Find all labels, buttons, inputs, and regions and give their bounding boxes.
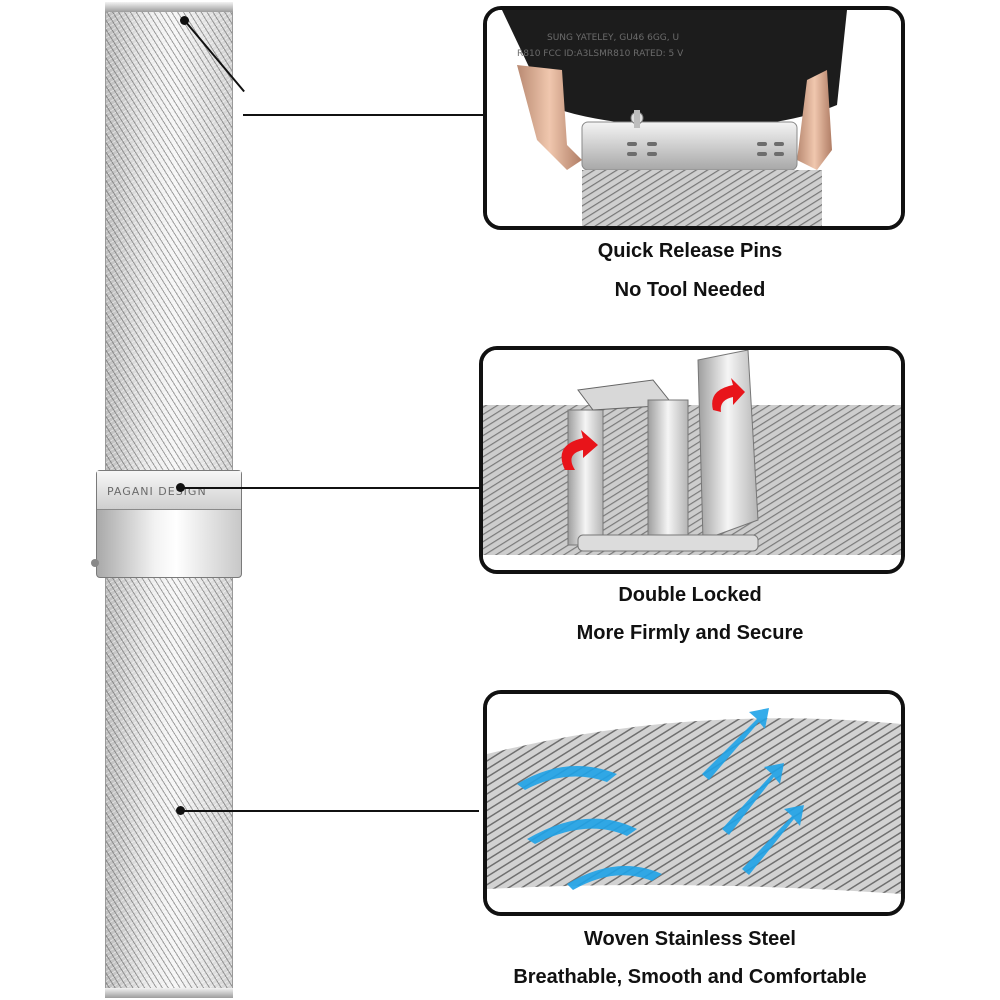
clasp-callout-line [181,487,479,489]
curved-red-arrow-icon [561,430,598,470]
mesh-band [582,170,822,226]
woven-steel-subtitle: Breathable, Smooth and Comfortable [513,966,867,988]
mesh-band [483,405,901,555]
clasp-base [577,534,759,552]
mesh-callout-dot [176,806,185,815]
quick-release-photo: SUNG YATELEY, GU46 6GG, U R810 FCC ID:A3… [487,10,901,226]
blue-airflow-arrow-icon [742,805,804,875]
blue-airflow-arrow-icon [567,866,662,890]
quick-release-panel: SUNG YATELEY, GU46 6GG, U R810 FCC ID:A3… [483,6,905,230]
strap-top-end [105,2,233,12]
rose-gold-lug-left [517,65,582,170]
blue-airflow-arrow-icon [517,766,617,790]
blue-airflow-arrow-icon [527,818,637,844]
pin-slots [627,142,784,156]
clasp-arm-left [567,409,604,546]
engraving-line-2: R810 FCC ID:A3LSMR810 RATED: 5 V [517,49,684,59]
double-lock-title: Double Locked [618,584,762,606]
rose-gold-lug-right [797,70,832,170]
double-lock-photo [483,350,901,570]
woven-steel-photo [487,694,901,912]
blue-airflow-arrow-icon [702,708,769,780]
blue-airflow-arrow-icon [722,763,784,835]
clasp-flap [697,350,759,541]
clasp-hinge [91,559,99,567]
quick-release-subtitle: No Tool Needed [614,279,766,301]
mesh-callout-line [181,810,479,812]
woven-steel-title: Woven Stainless Steel [584,928,796,950]
engraving-line-1: SUNG YATELEY, GU46 6GG, U [547,33,679,43]
mesh-closeup [487,718,901,894]
pin-callout-line [243,114,483,116]
double-lock-subtitle: More Firmly and Secure [576,622,804,644]
clasp-buckle [647,399,689,551]
pin-lever [634,110,640,128]
double-lock-panel [479,346,905,574]
watch-body [502,10,847,129]
strap-bottom-end [105,988,233,998]
quick-release-title: Quick Release Pins [597,240,783,262]
curved-red-arrow-icon [712,378,745,412]
woven-steel-panel [483,690,905,916]
clasp-cover: PAGANI DESIGN [97,471,241,510]
clasp-callout-dot [176,483,185,492]
